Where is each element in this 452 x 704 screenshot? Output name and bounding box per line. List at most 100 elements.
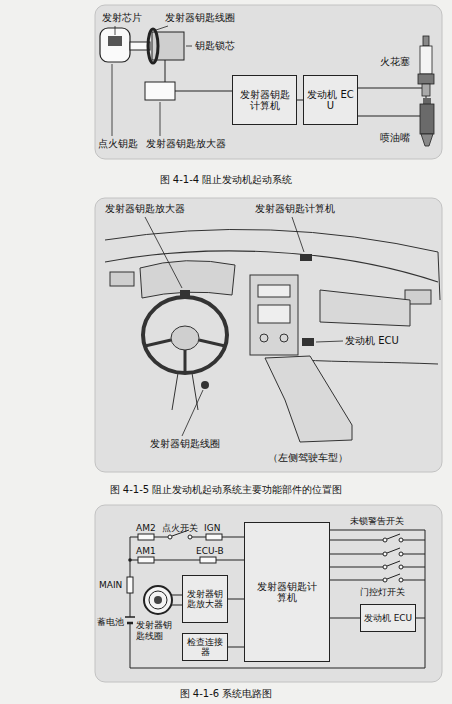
switch-contact [383,565,387,569]
switch-blade [387,548,400,553]
switch-blade [387,574,400,579]
spoke [184,350,187,372]
amplifier-marker [180,290,190,296]
ecu-marker [302,338,314,346]
wire [165,60,166,82]
fuse-symbol [138,557,154,563]
connector-wire [330,618,360,619]
box-text: 发动机 ECU [364,613,412,623]
wire [358,88,422,89]
process-box: 检查连接器 [182,633,228,661]
figure-panel [95,505,442,682]
part-label: 发射器钥匙线圈 [136,620,178,642]
computer-marker [300,254,312,261]
box-text: 检查连接器 [185,637,225,658]
figure-panel [95,5,442,159]
center-console [265,356,352,442]
spark-plug [418,74,434,84]
windshield-edge [105,229,438,252]
figure-panel [95,198,442,472]
leader-line [186,46,192,47]
wire [171,595,182,605]
leader-line [145,217,182,288]
key-cylinder-marker [201,381,209,389]
knob [280,334,288,342]
spark-plug [423,36,429,46]
fuse-symbol [206,534,222,540]
steering-column [172,373,198,410]
coil-symbol [144,586,172,614]
leader-line [316,341,343,342]
battery-symbol [125,616,135,618]
spoke [145,340,171,346]
amplifier-symbol [145,82,175,100]
key-coil [148,29,158,63]
pillar [438,252,440,300]
process-box: 发射器钥匙计算机 [232,75,297,125]
leader-line [115,26,116,35]
leader-line [160,102,161,136]
part-label: AM2 [136,523,156,534]
steering-hub [171,326,199,350]
figure-caption: 图 4-1-6 系统电路图 [0,688,452,700]
instrument-hood [140,261,235,298]
part-label: 发射器钥匙线圈 [150,438,220,450]
leader-line [112,64,113,136]
coil-symbol [149,591,167,609]
air-vent [110,272,134,286]
transponder-chip [108,36,122,46]
battery-symbol [127,622,133,625]
box-text: 发射器钥匙计算机 [257,581,317,604]
switch-contact [399,538,403,542]
part-label: AM1 [136,546,156,557]
part-label: 发动机 ECU [345,335,399,347]
switch-symbol [168,535,172,539]
switch-blade [387,561,400,566]
radio [258,285,290,297]
leader-line [156,26,168,30]
part-label: 点火钥匙 [98,138,138,150]
fuse-symbol [138,534,154,540]
box-text: 发射器钥匙放大器 [185,589,225,610]
switch-contact [383,538,387,542]
switch-symbol [383,534,403,582]
box-text: 发动机 ECU [306,89,355,112]
process-box: 发射器钥匙放大器 [182,575,228,623]
part-label: 发射器钥匙计算机 [255,203,335,215]
part-label: 发射器钥匙线圈 [165,12,235,24]
part-label: MAIN [99,580,122,591]
spark-plug [422,84,430,96]
knob [260,334,268,342]
part-label: ECU-B [196,546,224,557]
process-box: 发射器钥匙计算机 [244,522,330,662]
figure-caption: 图 4-1-4 阻止发动机起动系统 [0,174,452,186]
figure-caption: 图 4-1-5 阻止发动机起动系统主要功能部件的位置图 [0,484,452,496]
leader-line [292,217,304,252]
injector [421,134,433,146]
part-label: 发射芯片 [102,12,142,24]
junction-dot [128,558,132,562]
switch-contact [399,565,403,569]
fuse-symbol [200,557,216,563]
part-label: 钥匙锁芯 [195,40,235,52]
part-label: 喷油嘴 [380,132,410,144]
connector-wire [228,647,244,648]
coil-symbol [154,596,162,604]
spark-plug [420,46,432,74]
switch-contact [399,578,403,582]
process-box: 发动机 ECU [303,75,358,125]
connector-wire [228,599,244,600]
part-label: 发射器钥匙放大器 [105,203,185,215]
box-text: 发射器钥匙计算机 [235,89,294,112]
steering-wheel [143,297,227,373]
wire [358,116,420,117]
injector [420,104,434,134]
switch-contact [383,578,387,582]
part-label: （左侧驾驶车型） [268,452,348,464]
switch-contact [399,552,403,556]
part-label: 未锁警告开关 [350,516,404,527]
part-label: IGN [204,523,220,534]
dashboard-lower [300,360,438,364]
switch-contact [383,552,387,556]
